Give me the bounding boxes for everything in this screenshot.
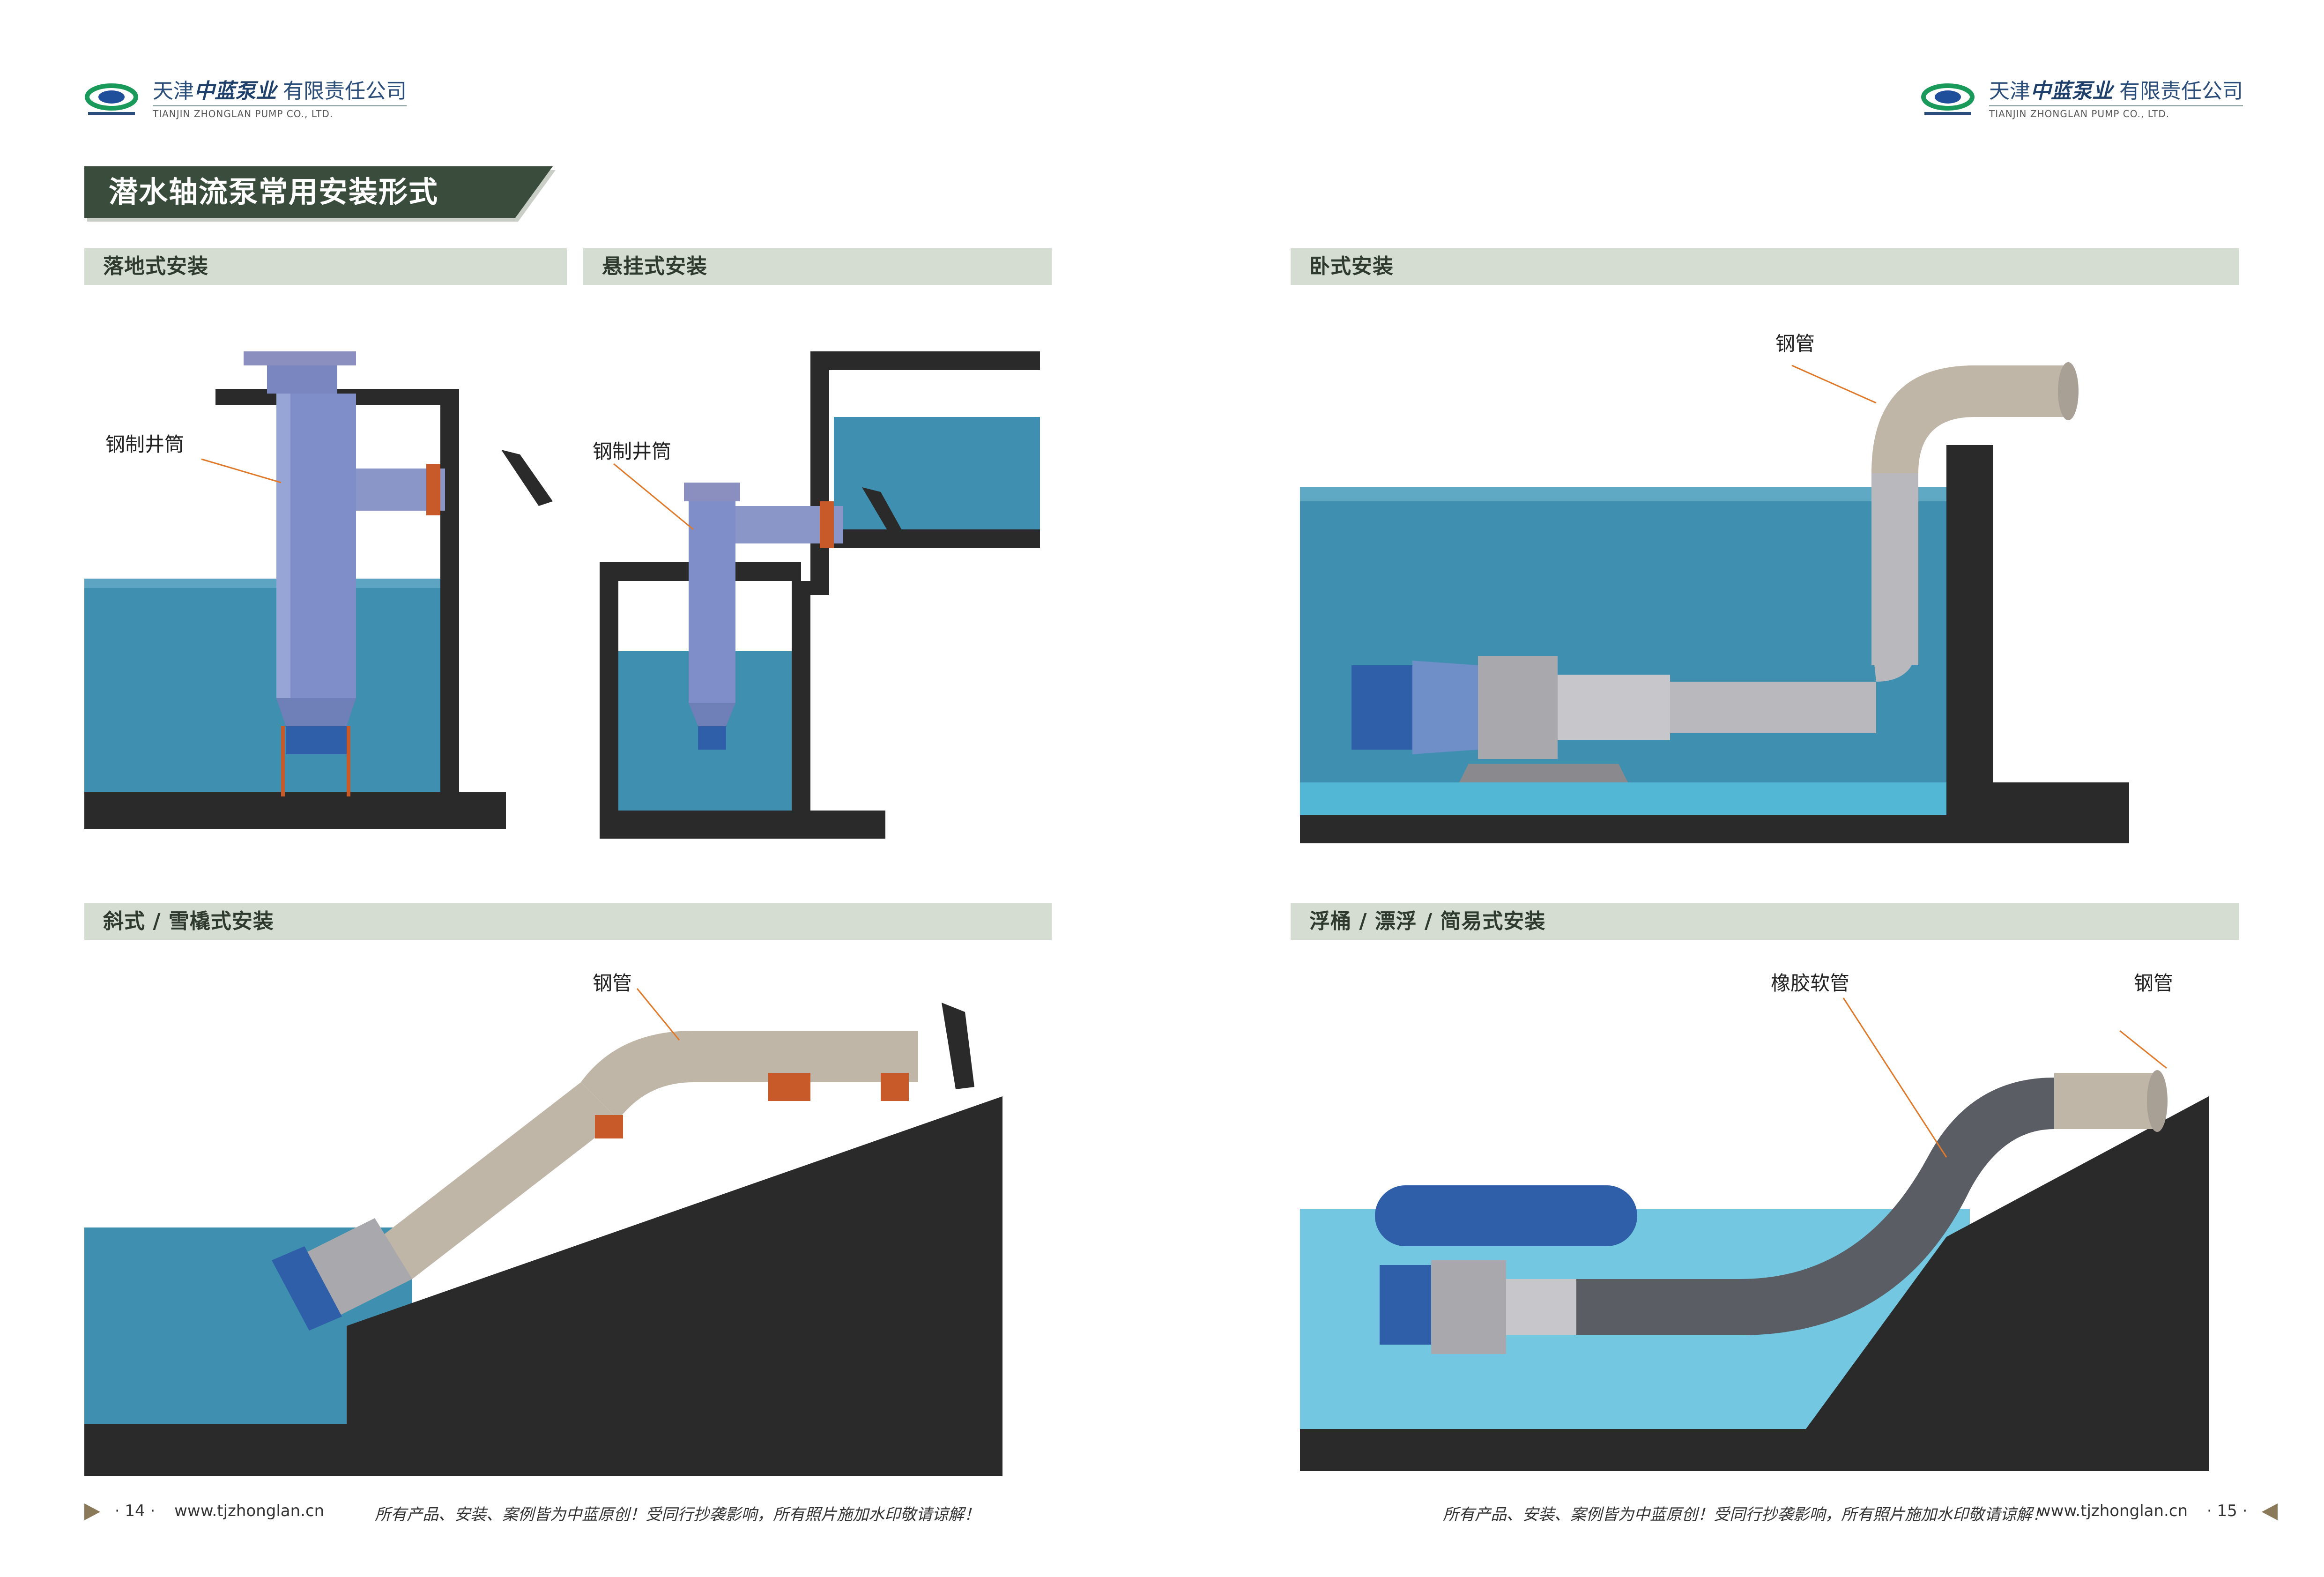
section-title-horizontal: 卧式安装 xyxy=(1291,248,2239,285)
label-steel-well-hanging: 钢制井筒 xyxy=(593,440,672,463)
float-tank xyxy=(1375,1185,1637,1246)
pump-body xyxy=(1431,1260,1506,1354)
label-steel-pipe-floating: 钢管 xyxy=(2134,972,2174,995)
company-name-cn: 天津中蓝泵业 有限责任公司 xyxy=(1989,79,2243,103)
footer-notice-right: 所有产品、安装、案例皆为中蓝原创！受同行抄袭影响，所有照片施加水印敬请谅解！ xyxy=(1443,1505,2048,1524)
steel-well-tube xyxy=(689,501,735,703)
concrete-floor xyxy=(1300,1429,2209,1471)
footer-notice-left: 所有产品、安装、案例皆为中蓝原创！受同行抄袭影响，所有照片施加水印敬请谅解！ xyxy=(375,1505,980,1524)
pump-body xyxy=(1478,656,1558,759)
pump-impeller xyxy=(698,726,726,750)
page-arrow-icon xyxy=(2262,1503,2278,1520)
steel-elbow xyxy=(581,1031,693,1120)
floating-install-diagram xyxy=(1300,997,2209,1471)
section-title-hanging: 悬挂式安装 xyxy=(583,248,1052,285)
upper-water xyxy=(834,417,1040,529)
company-name-cn: 天津中蓝泵业 有限责任公司 xyxy=(153,79,407,103)
pump-impeller xyxy=(286,726,347,754)
inclined-install-diagram xyxy=(84,988,1002,1476)
flap-valve xyxy=(862,487,904,539)
section-title-floor: 落地式安装 xyxy=(84,248,567,285)
horizontal-pipe xyxy=(1670,682,1876,733)
pump-impeller xyxy=(1380,1265,1431,1345)
concrete-floor xyxy=(84,1424,1002,1476)
inclined-pipe xyxy=(375,1082,618,1279)
label-steel-pipe-horizontal: 钢管 xyxy=(1775,332,1815,355)
label-rubber-hose: 橡胶软管 xyxy=(1771,972,1850,995)
label-steel-pipe-inclined: 钢管 xyxy=(593,972,632,995)
pump-support xyxy=(1459,764,1628,782)
logo-icon xyxy=(1921,81,1977,119)
rubber-hose xyxy=(1576,1078,2054,1335)
section-title-floating: 浮桶 / 漂浮 / 简易式安装 xyxy=(1291,903,2239,940)
page-arrow-icon xyxy=(84,1503,100,1520)
website-link-right[interactable]: www.tjzhonglan.cn xyxy=(2038,1502,2188,1520)
page-number-right: · 15 · xyxy=(2206,1502,2248,1520)
concrete-floor xyxy=(84,792,506,829)
footer-right: www.tjzhonglan.cn · 15 · xyxy=(2038,1502,2278,1520)
page-title: 潜水轴流泵常用安装形式 xyxy=(84,166,553,218)
concrete-wall xyxy=(440,389,459,792)
section-title-inclined: 斜式 / 雪橇式安装 xyxy=(84,903,1052,940)
concrete-floor xyxy=(600,811,885,839)
company-name-en: TIANJIN ZHONGLAN PUMP CO., LTD. xyxy=(153,108,334,119)
concrete-slope xyxy=(1300,1096,2209,1471)
floor-install-diagram xyxy=(84,351,553,829)
steel-pipe xyxy=(2054,1073,2157,1129)
concrete-wall xyxy=(1946,445,1993,815)
page-number-left: · 14 · xyxy=(114,1502,156,1520)
water-body xyxy=(1300,487,1951,825)
vertical-pipe xyxy=(1871,469,1918,665)
hanging-install-diagram xyxy=(600,351,1040,839)
horizontal-install-diagram xyxy=(1300,362,2129,843)
pump-impeller xyxy=(1351,665,1412,750)
pump-impeller xyxy=(272,1246,342,1331)
header-rule xyxy=(1989,105,2243,106)
company-logo-right: 天津中蓝泵业 有限责任公司 TIANJIN ZHONGLAN PUMP CO.,… xyxy=(1921,80,2243,119)
steel-elbow xyxy=(1871,365,1975,473)
water-body xyxy=(84,579,445,792)
label-steel-well-floor: 钢制井筒 xyxy=(105,433,185,456)
footer-left: · 14 · www.tjzhonglan.cn xyxy=(84,1502,324,1520)
flap-valve xyxy=(501,450,553,506)
concrete-slope xyxy=(84,1096,1002,1476)
header-rule xyxy=(153,105,407,106)
flap-valve xyxy=(942,1003,974,1089)
company-logo-left: 天津中蓝泵业 有限责任公司 TIANJIN ZHONGLAN PUMP CO.,… xyxy=(84,80,407,119)
company-name-en: TIANJIN ZHONGLAN PUMP CO., LTD. xyxy=(1989,108,2170,119)
concrete-floor xyxy=(1300,815,2129,843)
logo-icon xyxy=(84,81,141,119)
website-link-left[interactable]: www.tjzhonglan.cn xyxy=(174,1502,325,1520)
